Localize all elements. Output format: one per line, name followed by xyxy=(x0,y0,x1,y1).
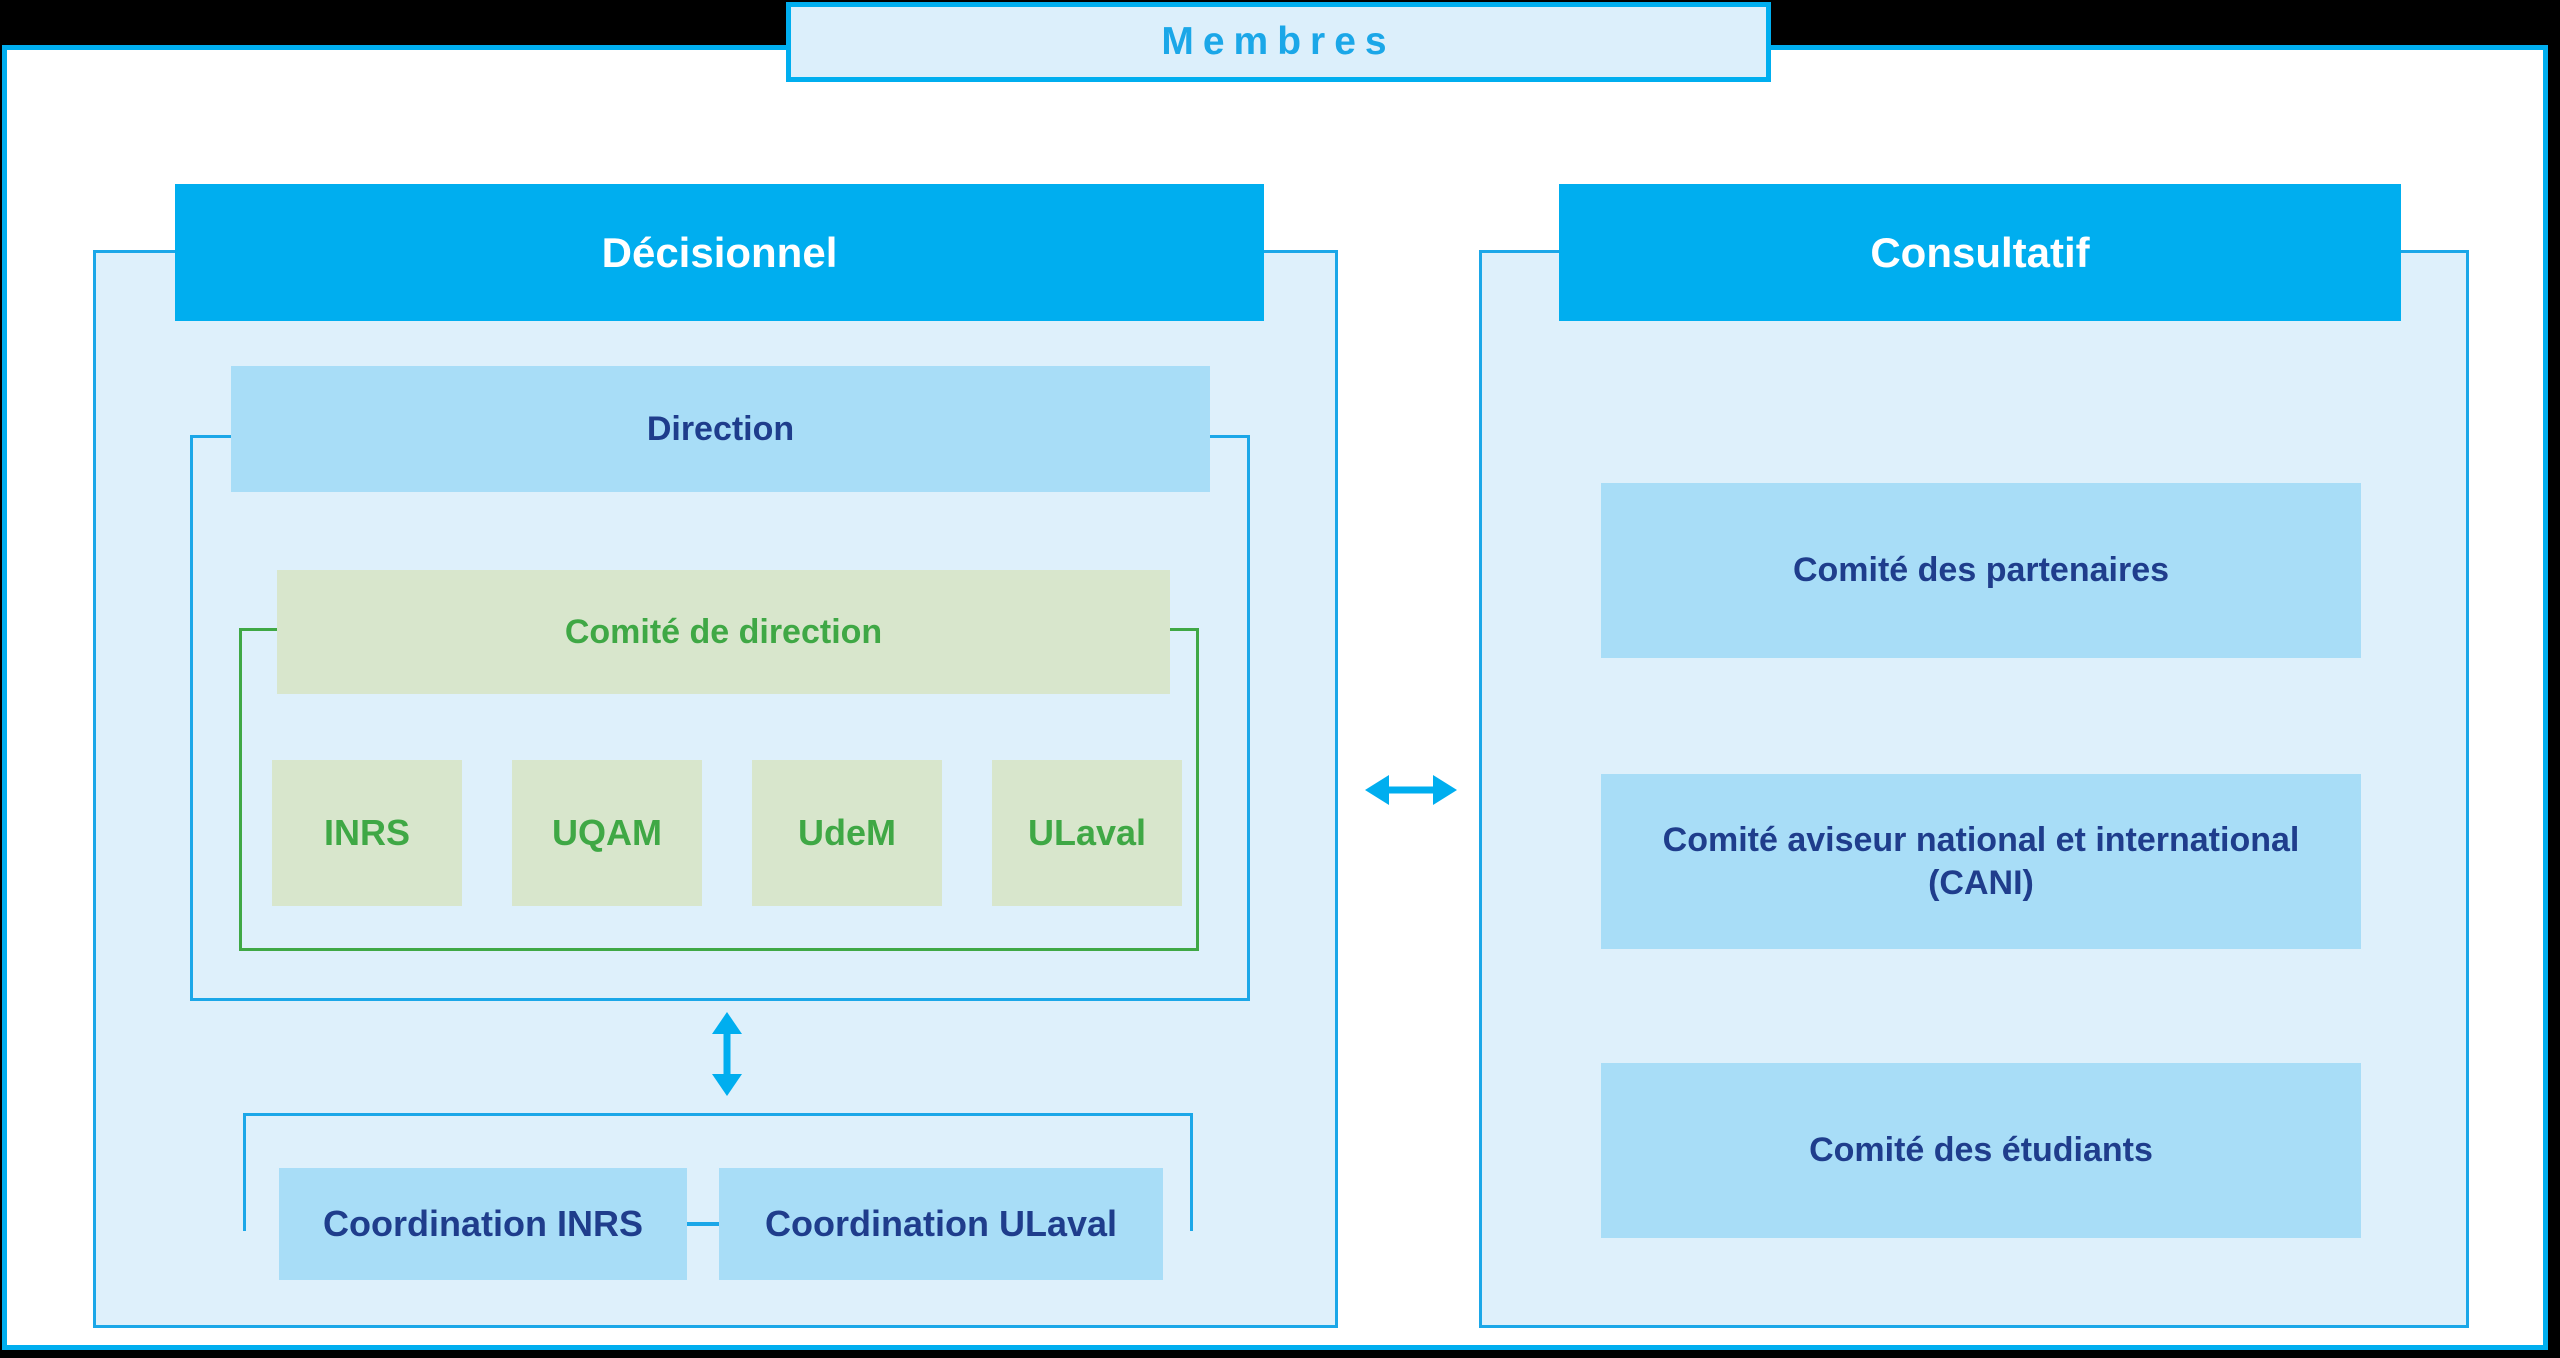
box-university-udem-label: UdeM xyxy=(798,812,896,853)
banner-membres: Membres xyxy=(786,2,1771,82)
box-university-uqam[interactable]: UQAM xyxy=(512,760,702,906)
box-comite-des-etudiants[interactable]: Comité des étudiants xyxy=(1601,1063,2361,1238)
double-arrow-horizontal-icon xyxy=(1365,768,1457,812)
bracket-coordination-group xyxy=(243,1113,1193,1231)
box-coordination-inrs-label: Coordination INRS xyxy=(323,1203,643,1244)
box-university-inrs[interactable]: INRS xyxy=(272,760,462,906)
box-comite-de-direction-label: Comité de direction xyxy=(564,612,883,651)
box-coordination-inrs[interactable]: Coordination INRS xyxy=(279,1168,687,1280)
box-direction-label: Direction xyxy=(646,409,795,448)
coordination-row: Coordination INRS Coordination ULaval xyxy=(279,1168,1163,1280)
university-row: INRS UQAM UdeM ULaval xyxy=(272,760,1182,906)
box-university-uqam-label: UQAM xyxy=(552,812,662,853)
double-arrow-vertical-icon xyxy=(707,1012,747,1096)
box-comite-des-partenaires-label: Comité des partenaires xyxy=(1792,551,2170,590)
box-coordination-ulaval[interactable]: Coordination ULaval xyxy=(719,1168,1163,1280)
box-comite-aviseur-cani-label: Comité aviseur national et international… xyxy=(1662,821,2300,902)
box-coordination-ulaval-label: Coordination ULaval xyxy=(764,1203,1118,1244)
box-university-inrs-label: INRS xyxy=(323,812,410,853)
box-university-ulaval[interactable]: ULaval xyxy=(992,760,1182,906)
box-comite-des-partenaires[interactable]: Comité des partenaires xyxy=(1601,483,2361,658)
header-consultatif: Consultatif xyxy=(1559,184,2401,321)
diagram-page-frame: Direction Comité de direction INRS UQAM … xyxy=(2,45,2548,1350)
box-comite-des-etudiants-label: Comité des étudiants xyxy=(1809,1131,2153,1170)
header-decisionnel: Décisionnel xyxy=(175,184,1264,321)
header-decisionnel-label: Décisionnel xyxy=(601,228,838,276)
box-university-udem[interactable]: UdeM xyxy=(752,760,942,906)
header-consultatif-label: Consultatif xyxy=(1870,228,2090,276)
box-university-ulaval-label: ULaval xyxy=(1027,812,1147,853)
box-direction[interactable]: Direction xyxy=(231,366,1210,492)
box-comite-aviseur-cani[interactable]: Comité aviseur national et international… xyxy=(1601,774,2361,949)
coordination-connector-line xyxy=(687,1222,737,1226)
diagram-columns: Direction Comité de direction INRS UQAM … xyxy=(7,50,2553,1345)
box-comite-de-direction[interactable]: Comité de direction xyxy=(277,570,1170,694)
banner-membres-label: Membres xyxy=(1161,20,1396,63)
